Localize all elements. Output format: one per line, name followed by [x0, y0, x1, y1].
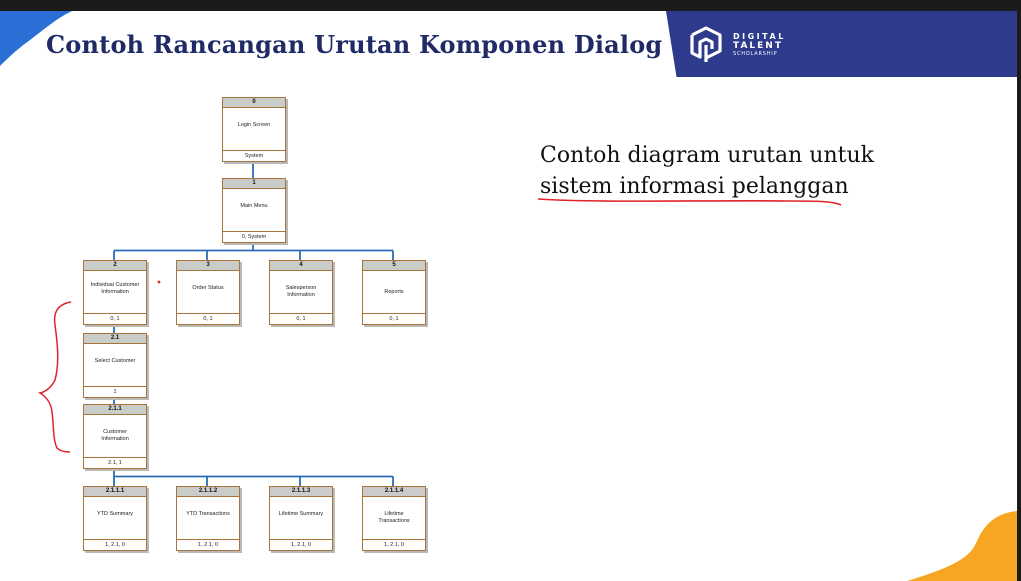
node-footer: 2.1, 1	[84, 457, 146, 468]
node-name: Lifetime Transactions	[378, 511, 410, 524]
node-name: Lifetime Summary	[278, 511, 324, 517]
node-id: 3	[177, 261, 239, 271]
brace-annotation	[37, 301, 72, 453]
logo-wordmark: DIGITAL TALENT SCHOLARSHIP	[733, 32, 786, 58]
caption-line-2: sistem informasi pelanggan	[540, 174, 849, 199]
node-footer: 0, 1	[270, 313, 332, 324]
window-top-bar	[0, 0, 1021, 11]
logo-line-digital: DIGITAL	[733, 32, 786, 41]
node-name: Main Menu	[240, 203, 268, 209]
node-name: Customer Information	[101, 429, 129, 442]
node-id: 2.1.1.1	[84, 487, 146, 497]
node-footer: 0, 1	[363, 313, 425, 324]
node-name: Order Status	[192, 285, 224, 291]
caption-text: Contoh diagram urutan untuk sistem infor…	[540, 140, 874, 202]
node-name: Reports	[384, 288, 404, 295]
node-name: Individual Customer Information	[90, 281, 140, 295]
node-footer: 0, 1	[84, 313, 146, 324]
window-right-edge	[1017, 11, 1021, 581]
node-id: 1	[223, 179, 285, 189]
slide-title: Contoh Rancangan Urutan Komponen Dialog	[46, 30, 663, 59]
node-footer: 1, 2.1, 0	[270, 539, 332, 550]
caption-line-1: Contoh diagram urutan untuk	[540, 143, 874, 168]
digital-talent-logo-icon	[690, 26, 722, 62]
node-id: 2	[84, 261, 146, 271]
corner-decoration-bottom-right	[907, 511, 1017, 581]
corner-decoration-top-left	[0, 11, 72, 66]
node-id: 0	[223, 98, 285, 108]
caption-underline-annotation	[537, 198, 842, 206]
node-id: 2.1.1.2	[177, 487, 239, 497]
annotation-dot	[157, 280, 161, 284]
node-footer: 1, 2.1, 0	[84, 539, 146, 550]
node-footer: 1	[84, 386, 146, 397]
node-name: Select Customer	[94, 358, 136, 364]
node-footer: 0, System	[223, 231, 285, 242]
node-name: Login Screen	[237, 122, 271, 128]
node-id: 4	[270, 261, 332, 271]
node-id: 2.1.1.4	[363, 487, 425, 497]
node-footer: System	[223, 150, 285, 161]
node-footer: 1, 2.1, 0	[363, 539, 425, 550]
logo-banner	[666, 11, 1017, 77]
node-footer: 1, 2.1, 0	[177, 539, 239, 550]
node-name: Salesperson Information	[285, 285, 317, 298]
node-id: 2.1.1.3	[270, 487, 332, 497]
node-id: 2.1.1	[84, 405, 146, 415]
logo-line-talent: TALENT	[733, 41, 783, 51]
node-id: 5	[363, 261, 425, 271]
node-footer: 0, 1	[177, 313, 239, 324]
node-name: YTD Transactions	[186, 511, 230, 517]
node-name: YTD Summary	[96, 511, 134, 517]
node-id: 2.1	[84, 334, 146, 344]
logo-line-scholarship: SCHOLARSHIP	[733, 51, 778, 57]
